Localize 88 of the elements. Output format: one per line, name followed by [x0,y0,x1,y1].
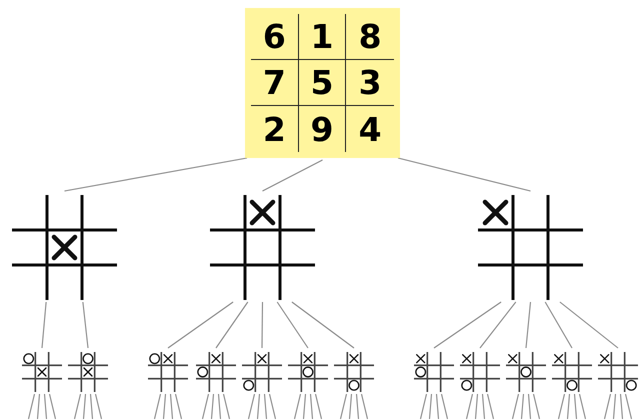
square-number: 5 [298,60,346,106]
tic-tac-toe-board-drawing [196,352,236,392]
tic-tac-toe-board-drawing [506,352,546,392]
tree-branch-line [480,302,516,348]
tree-branch-line [520,394,524,420]
tree-branch-line [420,394,428,420]
tree-branch-line [174,394,182,420]
tree-branch-line [512,394,520,420]
tree-branch-line [44,394,48,420]
tic-tac-toe-board-drawing [22,352,62,392]
tree-branch-line [302,394,306,420]
tree-branch-line [574,394,578,420]
tree-branch-line [292,302,354,348]
tree-branch-line [340,394,348,420]
tic-tac-toe-board-drawing [460,352,500,392]
tree-branch-line [154,394,162,420]
tree-branch-line [82,302,89,348]
tree-branch-line [48,394,56,420]
tree-branch-line [168,302,234,348]
tree-branch-line [566,394,570,420]
tic-tac-toe-board-drawing [334,352,374,392]
tree-branch-line [466,394,474,420]
tree-branch-line [222,394,230,420]
tic-tac-toe-board-drawing [242,352,282,392]
tic-tac-toe-board-drawing [598,352,638,392]
square-number: 3 [346,60,394,106]
tree-branch-line [264,394,268,420]
tree-branch-line [216,302,248,348]
tree-branch-line [294,394,302,420]
tree-branch-line [74,394,82,420]
tree-branch-line [41,302,47,348]
tree-branch-line [525,302,532,348]
tic-tac-toe-board-drawing [12,195,117,300]
tic-tac-toe-board-drawing [414,352,454,392]
tic-tac-toe-board-drawing [552,352,592,392]
tree-branch-line [262,160,323,192]
tree-branch-line [612,394,616,420]
tree-branch-line [268,394,276,420]
tree-branch-line [544,302,572,348]
tree-branch-line [486,394,494,420]
tic-tac-toe-board-drawing [288,352,328,392]
tree-branch-line [560,302,618,348]
tree-branch-line [90,394,94,420]
tree-branch-line [440,394,448,420]
tree-branch-line [348,394,352,420]
tree-branch-line [578,394,586,420]
tic-tac-toe-board-drawing [210,195,315,300]
tree-branch-line [620,394,624,420]
tree-branch-line [482,394,486,420]
tree-branch-line [624,394,632,420]
square-number: 6 [251,14,299,60]
tic-tac-toe-board-drawing [478,195,583,300]
tree-branch-line [248,394,256,420]
tree-branch-line [558,394,566,420]
tree-branch-line [276,302,308,348]
tree-branch-line [532,394,540,420]
square-number: 8 [346,14,394,60]
square-number: 4 [358,108,383,150]
tic-tac-toe-board-drawing [68,352,108,392]
tree-branch-line [170,394,174,420]
tree-branch-line [261,302,264,348]
tree-branch-line [528,394,532,420]
tree-branch-line [356,394,360,420]
tree-branch-line [434,302,502,348]
tree-branch-line [314,394,322,420]
tree-branch-line [360,394,368,420]
tree-branch-line [604,394,612,420]
tree-branch-line [202,394,210,420]
square-number: 2 [251,106,299,152]
tree-branch-line [474,394,478,420]
tree-branch-line [398,157,531,192]
square-number: 7 [251,60,299,106]
square-number: 9 [298,106,346,152]
tree-branch-line [428,394,432,420]
tree-branch-line [28,394,36,420]
tree-branch-line [436,394,440,420]
magic-square [245,8,400,158]
tree-branch-line [162,394,166,420]
tree-branch-line [256,394,260,420]
tree-branch-line [64,157,248,192]
tree-branch-line [218,394,222,420]
tree-branch-line [310,394,314,420]
tree-branch-line [94,394,102,420]
square-number: 1 [298,14,346,60]
tree-branch-line [82,394,86,420]
tree-branch-line [210,394,214,420]
tree-branch-line [36,394,40,420]
tic-tac-toe-board-drawing [148,352,188,392]
